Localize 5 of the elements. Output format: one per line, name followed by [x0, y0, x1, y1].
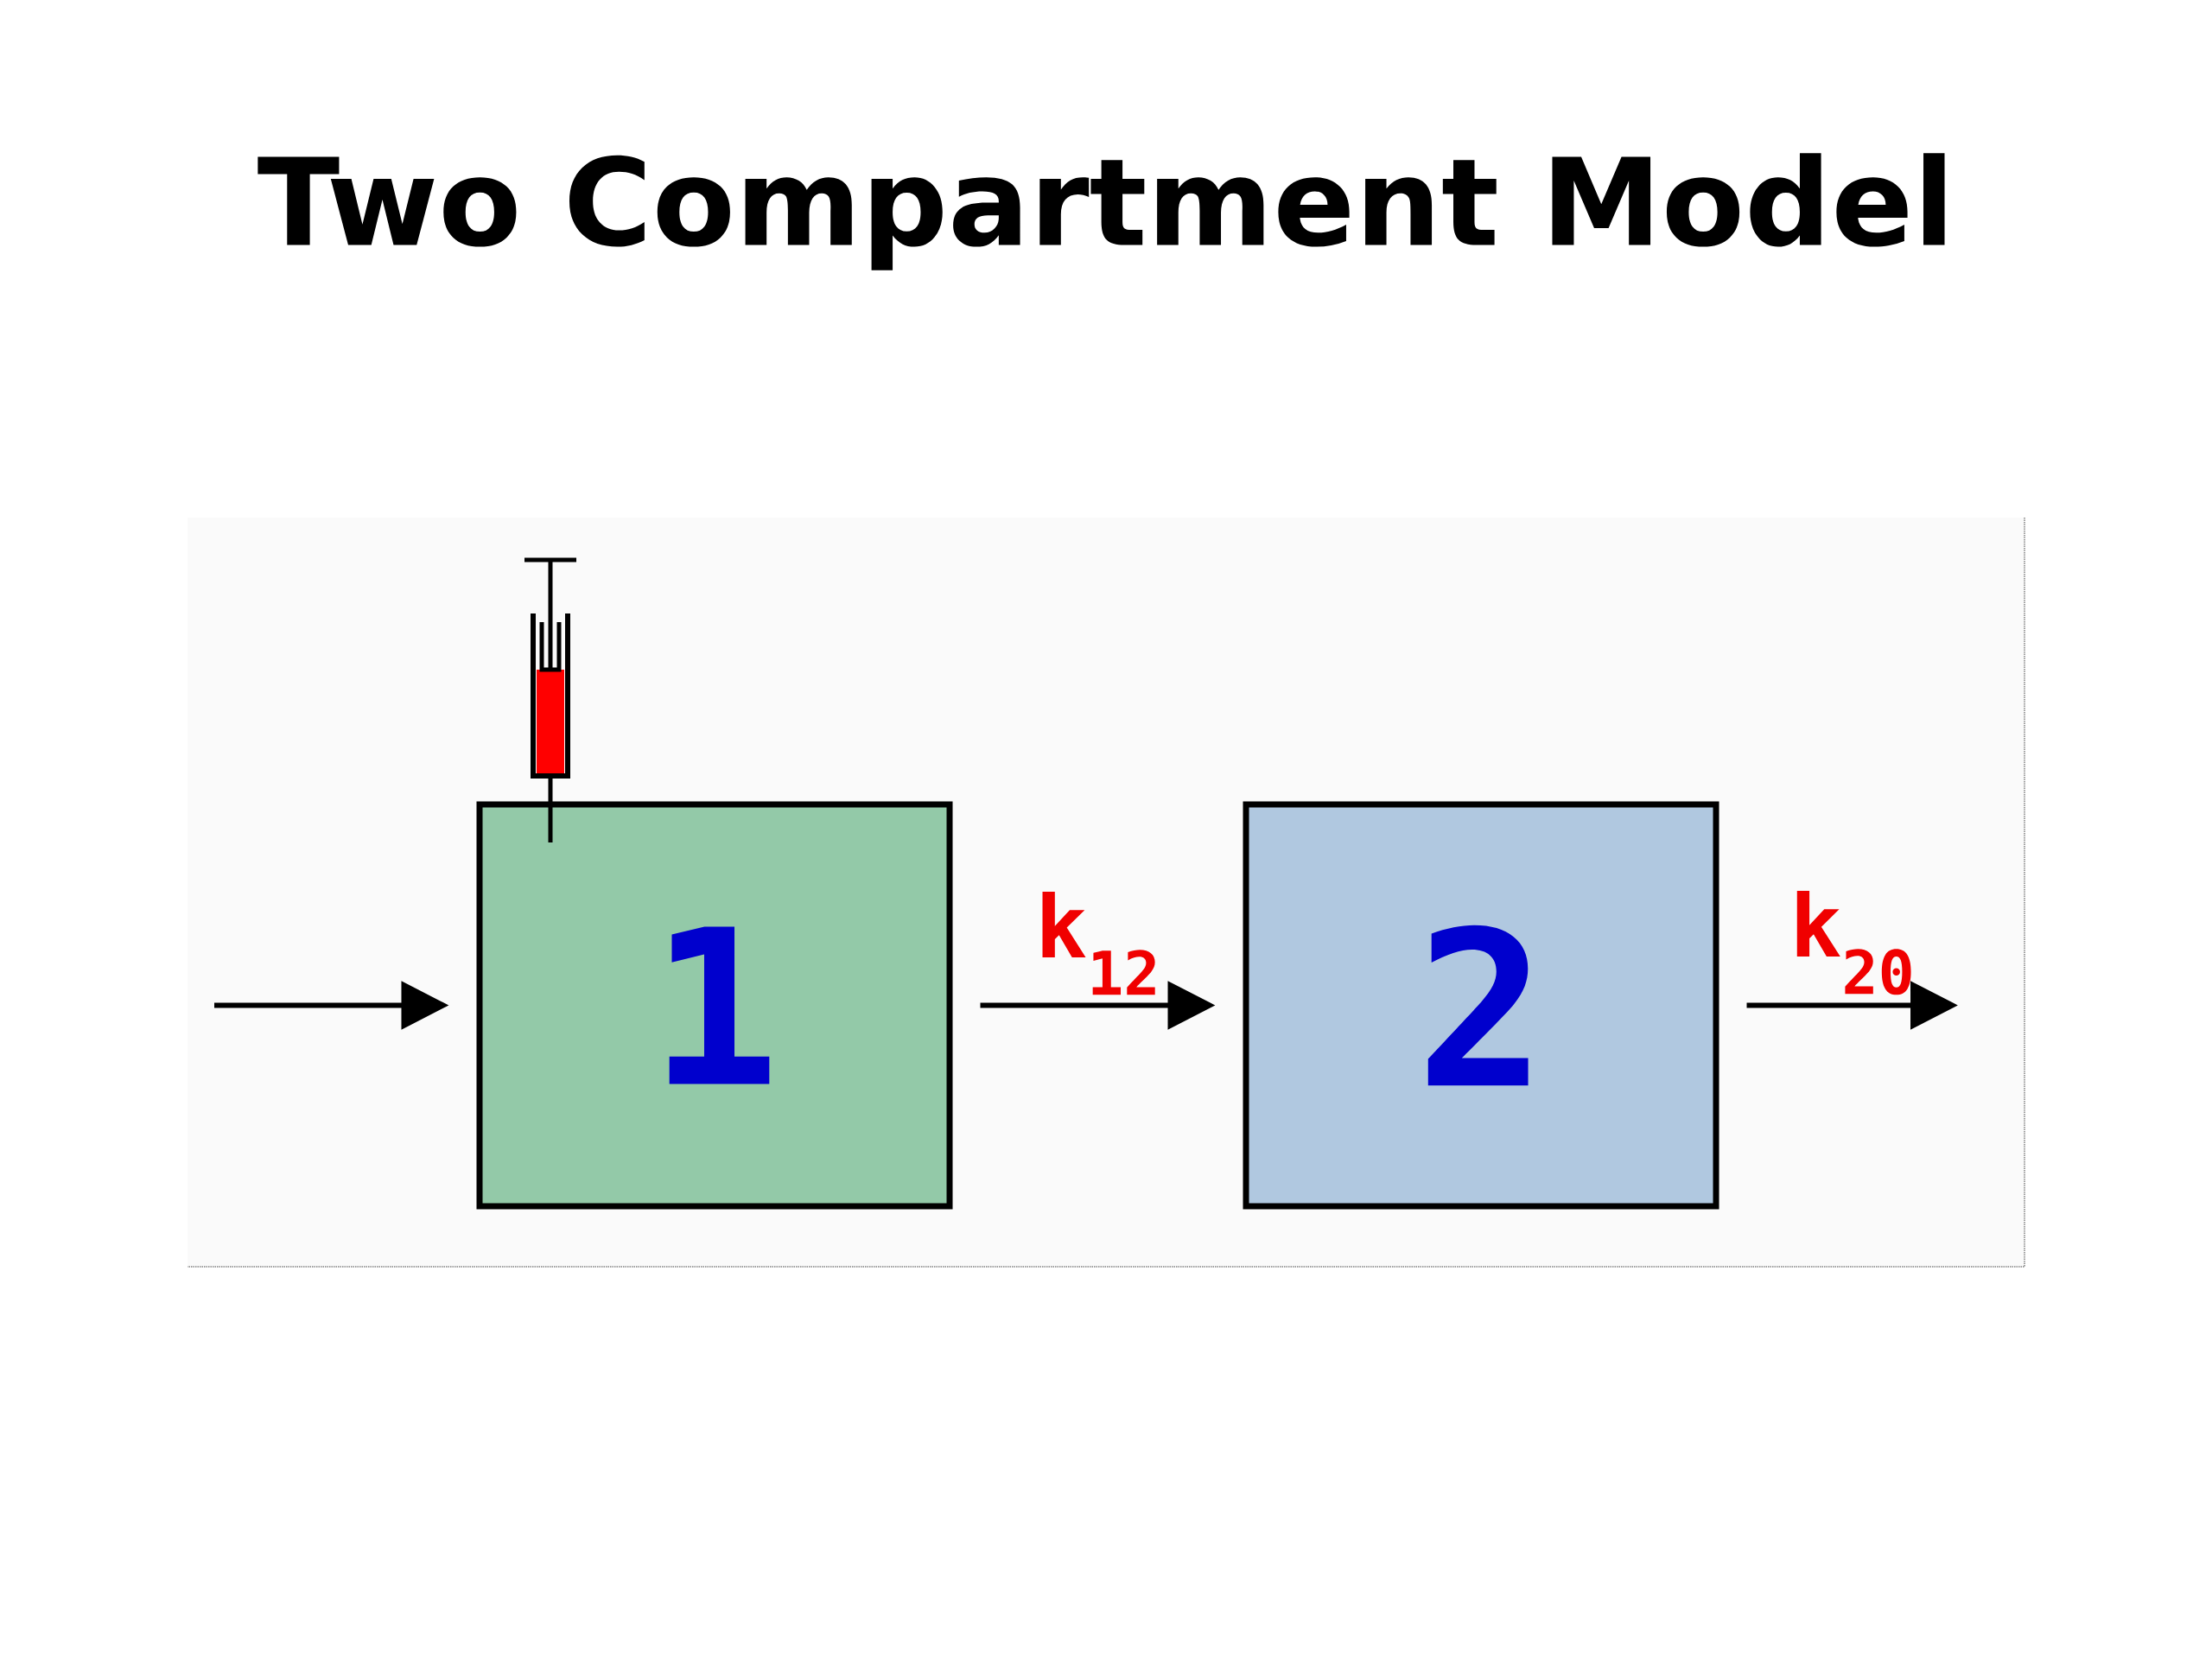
edge-label: k$_{12}$	[1042, 891, 1155, 995]
title: Two Compartment Model	[257, 153, 1945, 270]
compartment-box: 2	[1243, 801, 1719, 1210]
edge-label: k$_{20}$	[1796, 890, 1911, 995]
compartment-box: 1	[476, 801, 953, 1210]
